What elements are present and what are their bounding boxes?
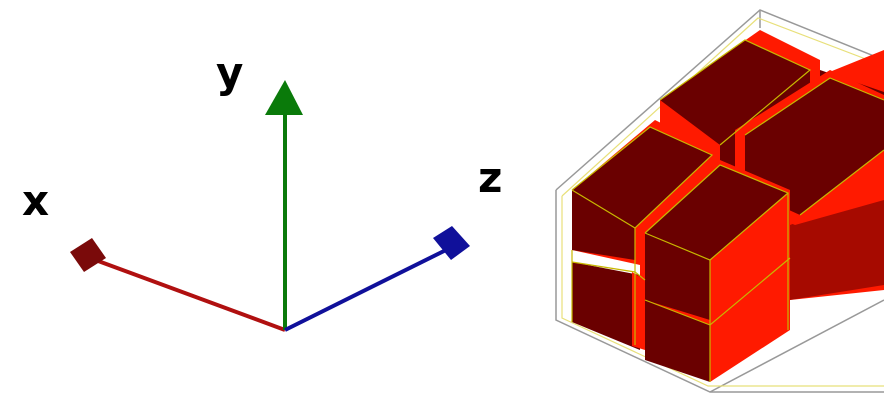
axes-triad: x y z: [22, 48, 502, 332]
x-axis-label: x: [22, 176, 49, 225]
bounding-box-inner: [561, 17, 884, 387]
x-axis-line: [89, 256, 286, 332]
bounding-box: [555, 9, 884, 393]
z-axis-line: [284, 246, 451, 332]
z-axis-marker: [433, 226, 470, 260]
block-front-bottom-right: [645, 260, 790, 382]
y-axis-arrowhead: [265, 80, 303, 115]
block-edges: [571, 39, 884, 382]
block-front-bottom-left: [572, 262, 645, 350]
z-axis-label: z: [478, 153, 502, 202]
x-axis-marker: [70, 238, 106, 272]
block-front-top-right: [640, 160, 790, 330]
block-assembly: [555, 9, 884, 393]
y-axis-label: y: [216, 48, 243, 97]
